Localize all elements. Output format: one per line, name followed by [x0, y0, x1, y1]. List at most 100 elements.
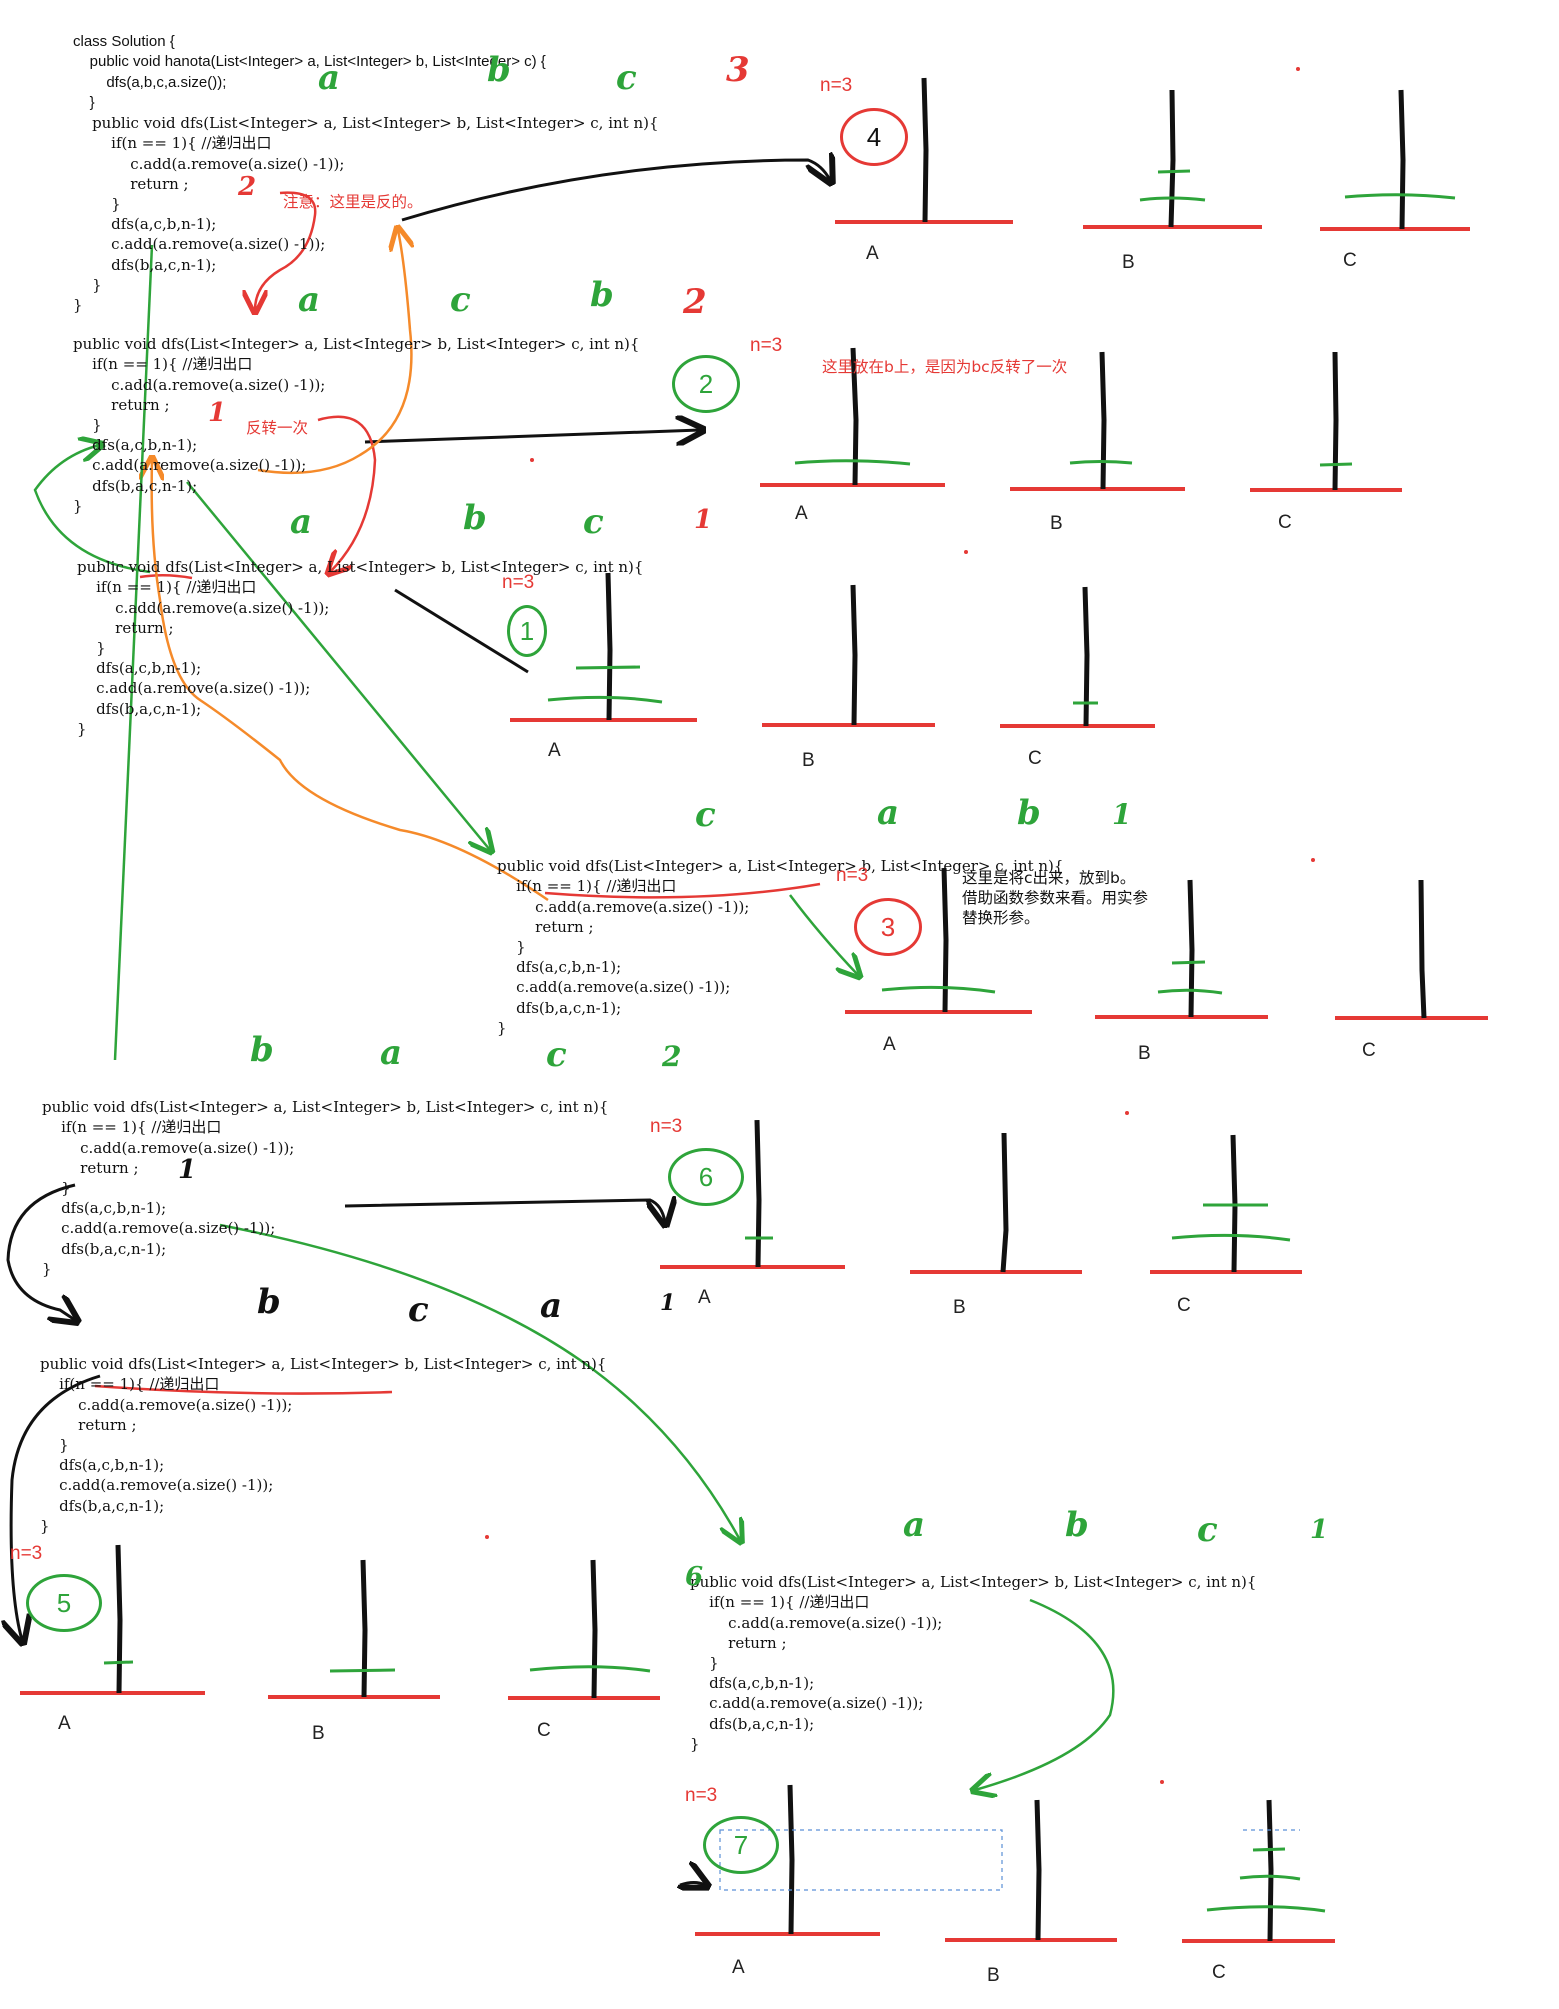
code-line: dfs(b,a,c,n-1);: [40, 1496, 165, 1515]
code-line: }: [690, 1734, 700, 1753]
hw-red-mark: 1: [208, 398, 227, 428]
code-line: public void dfs(List<Integer> a, List<In…: [77, 558, 644, 577]
code-line: }: [497, 1018, 507, 1037]
hw-arg-c: c: [583, 502, 604, 542]
hw-arg-a: a: [877, 793, 900, 833]
peg-label-b: B: [953, 1297, 966, 1318]
code-line: dfs(a,c,b,n-1);: [497, 958, 622, 977]
code-block-dfs-c-a-b: public void dfs(List<Integer> a, List<In…: [497, 836, 1063, 1038]
code-block-dfs-b-c-a: public void dfs(List<Integer> a, List<In…: [40, 1334, 606, 1536]
code-line: if(n == 1){ //递归出口: [73, 355, 253, 374]
code-line: }: [42, 1179, 71, 1198]
hw-arg-b: b: [1065, 1505, 1089, 1545]
peg-label-a: A: [548, 740, 561, 761]
code-line: }: [497, 938, 526, 957]
peg-label-c: C: [1028, 748, 1042, 769]
code-line: c.add(a.remove(a.size() -1));: [497, 897, 750, 916]
code-line: if(n == 1){ //递归出口: [40, 1375, 220, 1394]
hw-arg-n: 1: [694, 505, 713, 535]
code-line: c.add(a.remove(a.size() -1));: [690, 1613, 943, 1632]
code-block-dfs-b-a-c: public void dfs(List<Integer> a, List<In…: [42, 1077, 608, 1279]
hw-arg-b: b: [487, 50, 511, 90]
code-line: return ;: [73, 395, 170, 414]
hw-arg-a: a: [903, 1505, 926, 1545]
code-line: c.add(a.remove(a.size() -1));: [73, 456, 307, 475]
code-block-dfs-a-c-b: public void dfs(List<Integer> a, List<In…: [73, 314, 639, 516]
code-line: }: [42, 1259, 52, 1278]
code-block-dfs-a-b-c: public void dfs(List<Integer> a, List<In…: [690, 1552, 1256, 1754]
code-line: c.add(a.remove(a.size() -1));: [77, 598, 330, 617]
code-line: dfs(a,c,b,n-1);: [77, 659, 202, 678]
peg-label-b: B: [987, 1965, 1000, 1986]
arrow-red-second-recursion: [317, 415, 377, 572]
code-line: }: [73, 93, 95, 111]
peg-label-a: A: [58, 1713, 71, 1734]
tower-diagram-step-7: [695, 1784, 1335, 1943]
code-line: return ;: [690, 1633, 787, 1652]
code-line: }: [690, 1654, 719, 1673]
code-line: }: [73, 296, 83, 315]
code-line: dfs(b,a,c,n-1);: [73, 255, 217, 274]
code-line: c.add(a.remove(a.size() -1));: [690, 1694, 924, 1713]
step-1-circle: 1: [507, 605, 547, 657]
code-line: dfs(b,a,c,n-1);: [73, 476, 198, 495]
code-line: }: [73, 275, 102, 294]
hw-arg-b: b: [1017, 793, 1041, 833]
n-label: n=3: [836, 865, 869, 886]
hw-arg-b: b: [250, 1030, 274, 1070]
code-line: dfs(b,a,c,n-1);: [497, 998, 622, 1017]
note-reverse-once: 反转一次: [246, 419, 309, 437]
code-line: public void dfs(List<Integer> a, List<In…: [73, 114, 659, 133]
code-line: c.add(a.remove(a.size() -1));: [497, 978, 731, 997]
peg-label-c: C: [1177, 1295, 1191, 1316]
tower-diagram-step-2: [760, 347, 1402, 492]
code-line: if(n == 1){ //递归出口: [42, 1118, 222, 1137]
hw-arg-a: a: [380, 1033, 403, 1073]
arrow-green-to-step-3: [789, 894, 858, 975]
n-label: n=3: [685, 1785, 718, 1806]
code-line: }: [40, 1436, 69, 1455]
code-line: return ;: [497, 917, 594, 936]
code-line: if(n == 1){ //递归出口: [497, 877, 677, 896]
tower-diagram-step-1: [510, 572, 1155, 728]
n-label: n=3: [650, 1116, 683, 1137]
code-line: }: [77, 639, 106, 658]
arrow-black-to-step-5: [11, 1374, 101, 1640]
code-line: dfs(b,a,c,n-1);: [77, 699, 202, 718]
hw-mark: 1: [178, 1155, 197, 1185]
code-line: public void dfs(List<Integer> a, List<In…: [497, 857, 1064, 876]
code-top-header: class Solution { public void hanota(List…: [73, 12, 546, 113]
code-line: public void dfs(List<Integer> a, List<In…: [73, 335, 640, 354]
code-line: c.add(a.remove(a.size() -1));: [73, 375, 326, 394]
peg-label-a: A: [732, 1957, 745, 1978]
hw-arg-c: c: [1197, 1510, 1218, 1550]
code-line: }: [73, 416, 102, 435]
hw-arg-a: a: [540, 1286, 563, 1326]
hw-arg-c: c: [450, 280, 471, 320]
code-line: }: [77, 719, 87, 738]
code-line: c.add(a.remove(a.size() -1));: [40, 1476, 274, 1495]
tower-diagram-step-6: [660, 1119, 1302, 1274]
peg-label-c: C: [1343, 250, 1357, 271]
code-line: c.add(a.remove(a.size() -1));: [40, 1395, 293, 1414]
step-7-circle: 7: [703, 1816, 779, 1874]
step-2-circle: 2: [672, 355, 740, 413]
code-line: dfs(a,c,b,n-1);: [73, 215, 217, 234]
arrow-green-back-to-level-2: [33, 445, 151, 574]
code-line: }: [73, 195, 121, 214]
hw-arg-n: 1: [1310, 1515, 1329, 1545]
arrow-green-up-to-top: [113, 244, 154, 1061]
peg-label-c: C: [1362, 1040, 1376, 1061]
code-line: dfs(a,c,b,n-1);: [42, 1199, 167, 1218]
hw-red-mark: 2: [238, 172, 257, 202]
n-label: n=3: [502, 572, 535, 593]
code-line: dfs(b,a,c,n-1);: [42, 1239, 167, 1258]
code-line: c.add(a.remove(a.size() -1));: [77, 679, 311, 698]
hw-arg-c: c: [695, 795, 716, 835]
peg-label-c: C: [1212, 1962, 1226, 1983]
hw-arg-n: 1: [660, 1290, 676, 1316]
note-take-c-out: 这里是将c出来，放到b。 借助函数参数来看。用实参 替换形参。: [962, 869, 1149, 927]
code-block-dfs-n1-first: public void dfs(List<Integer> a, List<In…: [77, 537, 643, 739]
peg-label-b: B: [312, 1723, 325, 1744]
arrow-orange-return-2: [152, 460, 549, 902]
